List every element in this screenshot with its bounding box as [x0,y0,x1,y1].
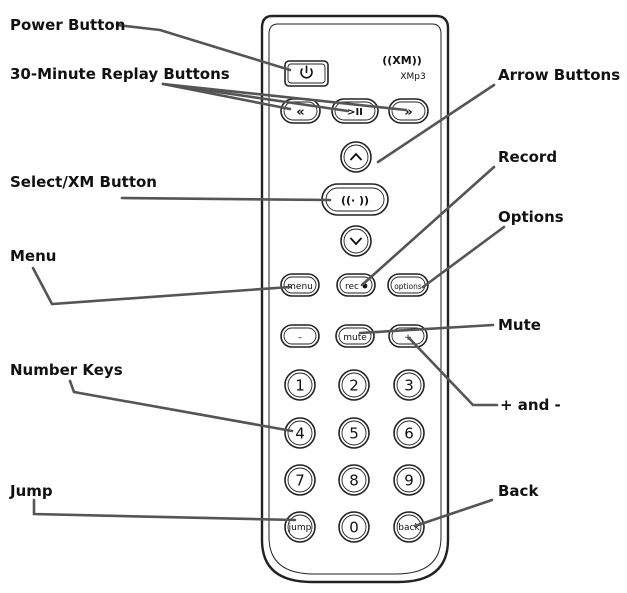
leader-arrows [376,83,496,164]
minus-label: – [298,333,303,343]
number-key-label: 3 [404,377,414,395]
down-arrow-button[interactable] [340,225,372,257]
callout-power-button: Power Button [10,16,125,34]
number-key-1[interactable]: 1 [284,369,316,401]
callout-options: Options [498,208,564,226]
forward-button[interactable]: » [388,98,429,124]
callout-record: Record [498,148,557,166]
power-icon [300,65,313,79]
number-key-label: 9 [404,472,414,490]
callout-number-keys: Number Keys [10,361,123,379]
number-key-4[interactable]: 4 [284,417,316,449]
back-label: back [398,523,420,533]
callout-plus-minus: + and - [500,396,561,414]
back-button[interactable]: back [393,511,425,543]
play-pause-icon: >II [347,107,363,118]
xm-select-icon: ((· )) [341,194,369,207]
mute-label: mute [343,333,367,343]
number-key-5[interactable]: 5 [338,417,370,449]
jump-label: jump [288,523,312,533]
number-key-label: 7 [295,472,305,490]
leader-jump [32,498,297,522]
rec-button[interactable]: rec [336,273,376,297]
number-key-6[interactable]: 6 [393,417,425,449]
jump-button[interactable]: jump [284,511,316,543]
number-key-label: 1 [295,377,305,395]
leader-options [421,225,506,289]
mute-button[interactable]: mute [335,324,375,348]
number-key-3[interactable]: 3 [393,369,425,401]
leader-mute [358,323,495,335]
number-key-8[interactable]: 8 [338,464,370,496]
number-key-2[interactable]: 2 [338,369,370,401]
callout-menu: Menu [10,247,56,265]
leader-replay-3 [161,82,408,112]
model-name: XMp3 [400,72,425,82]
leader-number-keys [68,379,294,433]
leader-lines [31,23,506,528]
number-key-label: 4 [295,425,305,443]
leader-record [360,165,496,287]
callout-mute: Mute [498,316,541,334]
leader-select [120,196,332,202]
minus-button[interactable]: – [280,324,320,348]
options-button[interactable]: options [387,273,429,297]
number-key-7[interactable]: 7 [284,464,316,496]
leader-menu [31,266,292,306]
callout-arrow-buttons: Arrow Buttons [498,66,620,84]
select-xm-button[interactable]: ((· )) [321,183,389,216]
forward-icon: » [404,105,412,120]
menu-button[interactable]: menu [280,273,320,297]
chevron-up-icon [349,152,363,161]
rec-label: rec [345,282,359,292]
callout-select-xm-button: Select/XM Button [10,173,157,191]
rewind-icon: « [296,105,304,120]
number-key-label: 2 [349,377,359,395]
options-label: options [394,282,422,291]
callout-jump: Jump [9,482,53,500]
chevron-down-icon [349,237,363,246]
up-arrow-button[interactable] [340,141,372,173]
number-key-label: 5 [349,425,359,443]
leader-power [115,23,292,72]
number-key-9[interactable]: 9 [393,464,425,496]
number-key-label: 6 [404,425,414,443]
number-key-label: 0 [349,519,359,537]
number-key-label: 8 [349,472,359,490]
xm-logo: ((XM)) [382,54,422,67]
leader-back [413,498,494,528]
menu-label: menu [287,282,313,292]
callout-back: Back [498,482,539,500]
power-button[interactable] [284,60,329,87]
callout-replay-buttons: 30-Minute Replay Buttons [10,65,230,83]
leader-plus-minus [407,336,499,407]
number-key-0[interactable]: 0 [338,511,370,543]
